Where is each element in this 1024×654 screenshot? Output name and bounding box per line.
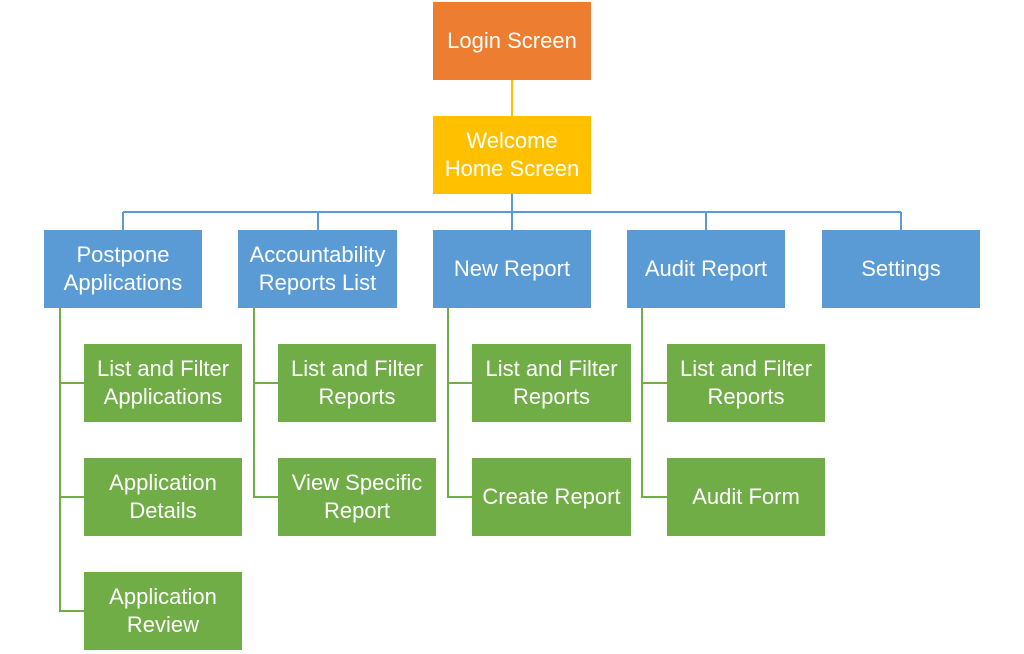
leaf-application-details[interactable]: Application Details: [84, 458, 242, 536]
section-audit-report[interactable]: Audit Report: [627, 230, 785, 308]
section-settings[interactable]: Settings: [822, 230, 980, 308]
leaf-audit-list-filter-reports[interactable]: List and Filter Reports: [667, 344, 825, 422]
leaf-accountability-list-filter-reports[interactable]: List and Filter Reports: [278, 344, 436, 422]
leaf-view-specific-report[interactable]: View Specific Report: [278, 458, 436, 536]
leaf-audit-form[interactable]: Audit Form: [667, 458, 825, 536]
leaf-list-filter-applications[interactable]: List and Filter Applications: [84, 344, 242, 422]
section-postpone-applications[interactable]: Postpone Applications: [44, 230, 202, 308]
leaf-create-report[interactable]: Create Report: [472, 458, 631, 536]
section-new-report[interactable]: New Report: [433, 230, 591, 308]
leaf-newreport-list-filter-reports[interactable]: List and Filter Reports: [472, 344, 631, 422]
welcome-home-screen-node[interactable]: Welcome Home Screen: [433, 116, 591, 194]
login-screen-node[interactable]: Login Screen: [433, 2, 591, 80]
section-accountability-reports-list[interactable]: Accountability Reports List: [238, 230, 397, 308]
leaf-application-review[interactable]: Application Review: [84, 572, 242, 650]
